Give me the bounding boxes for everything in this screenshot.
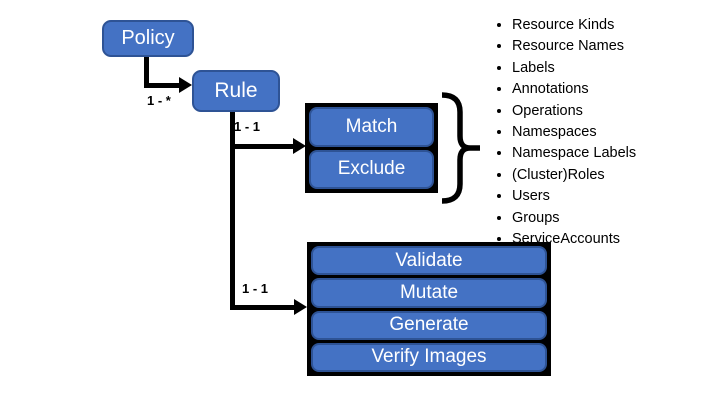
- edge-policy-rule-horizontal: [144, 83, 180, 88]
- edge-policy-rule-vertical: [144, 57, 149, 88]
- node-match: Match: [309, 107, 434, 147]
- arrowhead-rule-actions: [294, 299, 307, 315]
- arrowhead-rule-match: [293, 138, 306, 154]
- node-verify-images-label: Verify Images: [371, 346, 487, 368]
- curly-brace: [441, 92, 480, 204]
- match-exclude-container: Match Exclude: [305, 103, 438, 193]
- node-exclude: Exclude: [309, 149, 434, 189]
- edge-rule-trunk-vertical: [230, 112, 235, 310]
- node-generate: Generate: [311, 310, 547, 340]
- arrowhead-policy-rule: [179, 77, 192, 93]
- match-criteria-list: Resource Kinds Resource Names Labels Ann…: [492, 15, 720, 250]
- node-match-label: Match: [345, 115, 398, 137]
- edge-rule-actions-horizontal: [230, 305, 295, 310]
- node-validate-label: Validate: [395, 249, 463, 271]
- node-policy: Policy: [102, 20, 194, 57]
- node-rule-label: Rule: [214, 79, 258, 102]
- list-item: (Cluster)Roles: [512, 165, 720, 186]
- node-mutate-label: Mutate: [399, 281, 459, 303]
- list-item: Namespace Labels: [512, 143, 720, 164]
- node-exclude-label: Exclude: [337, 158, 406, 180]
- edge-label-policy-rule: 1 - *: [147, 93, 171, 108]
- node-validate: Validate: [311, 246, 547, 276]
- list-item: Resource Names: [512, 36, 720, 57]
- list-item: Operations: [512, 101, 720, 122]
- edge-label-rule-match: 1 - 1: [234, 119, 261, 134]
- edge-rule-match-horizontal: [230, 144, 293, 149]
- actions-container: Validate Mutate Generate Verify Images: [307, 242, 551, 376]
- node-rule: Rule: [192, 70, 280, 112]
- edge-label-rule-actions: 1 - 1: [242, 281, 269, 296]
- list-item: Annotations: [512, 79, 720, 100]
- list-item: Namespaces: [512, 122, 720, 143]
- node-generate-label: Generate: [389, 314, 469, 336]
- list-item: Resource Kinds: [512, 15, 720, 36]
- list-item: Groups: [512, 208, 720, 229]
- list-item: Users: [512, 186, 720, 207]
- node-mutate: Mutate: [311, 278, 547, 308]
- node-verify-images: Verify Images: [311, 342, 547, 372]
- list-item: Labels: [512, 58, 720, 79]
- node-policy-label: Policy: [121, 27, 175, 49]
